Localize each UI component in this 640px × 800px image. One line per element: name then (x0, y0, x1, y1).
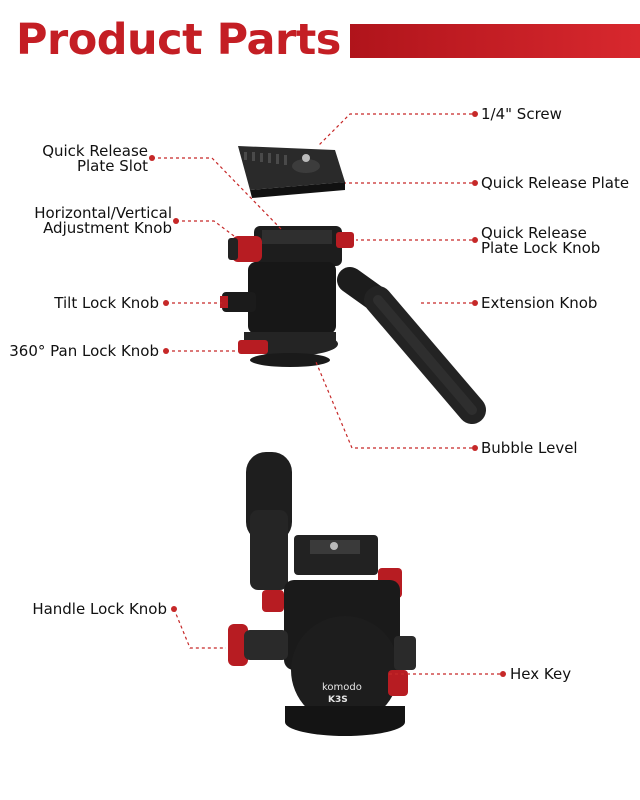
label-adjust-knob-line2: Adjustment Knob (43, 219, 172, 237)
fluid-head-front-image: komodo K3S (228, 452, 416, 736)
label-bubble-level: Bubble Level (481, 439, 578, 457)
handle-image (337, 267, 486, 424)
label-quick-release-plate: Quick Release Plate (481, 174, 630, 192)
label-plate-slot-line1: Quick Release (42, 142, 148, 160)
label-tilt-lock: Tilt Lock Knob (54, 294, 159, 312)
label-plate-lock-line1: Quick Release (481, 224, 587, 242)
page-title: Product Parts (16, 15, 341, 65)
label-screw: 1/4" Screw (481, 105, 562, 123)
label-adjust-knob-line1: Horizontal/Vertical (34, 204, 172, 222)
brand-logo: komodo (322, 682, 362, 693)
quick-release-plate-image (238, 146, 345, 198)
fluid-head-image (220, 226, 354, 367)
label-plate-slot-line2: Plate Slot (76, 157, 148, 175)
label-extension-knob: Extension Knob (481, 294, 598, 312)
label-pan-lock: 360° Pan Lock Knob (9, 342, 159, 360)
title-accent-bar (350, 24, 640, 58)
label-plate-lock-line2: Plate Lock Knob (481, 239, 601, 257)
label-handle-lock: Handle Lock Knob (32, 600, 167, 618)
label-hex-key: Hex Key (510, 665, 572, 683)
model-logo: K3S (328, 695, 348, 705)
